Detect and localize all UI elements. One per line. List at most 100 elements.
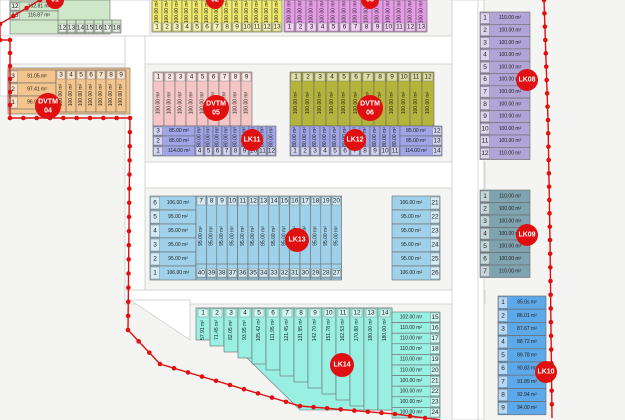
lot-number: 1 bbox=[501, 299, 505, 306]
lot-area: 100.00 m² bbox=[108, 83, 114, 106]
lot-area: 100.00 m² bbox=[274, 0, 280, 23]
lot-number-box bbox=[430, 323, 440, 333]
lot-area: 80.00 m² bbox=[224, 127, 230, 147]
lot-area: 80.00 m² bbox=[312, 127, 318, 147]
lot-number-box bbox=[207, 196, 216, 206]
lot-number: 11 bbox=[259, 148, 266, 155]
lot-cell bbox=[479, 147, 531, 160]
lot-number-box bbox=[86, 70, 96, 80]
lot-number-box bbox=[310, 146, 320, 156]
lot-number-box bbox=[430, 210, 440, 224]
lot-area: 100.00 m² bbox=[156, 91, 162, 114]
lot-number: 8 bbox=[234, 74, 238, 81]
lot-number: 9 bbox=[376, 24, 380, 31]
boundary-marker bbox=[269, 395, 275, 400]
lot-number-box bbox=[153, 146, 163, 156]
lot-number: 8 bbox=[225, 24, 229, 31]
lot-number: 3 bbox=[310, 24, 314, 31]
lot-area: 100.00 m² bbox=[214, 0, 220, 23]
lk09-marker: LK09 bbox=[516, 224, 538, 246]
lot-number-box bbox=[212, 22, 222, 32]
boundary-marker bbox=[126, 285, 131, 290]
lot-number-box bbox=[326, 72, 338, 82]
lot-number-box bbox=[430, 387, 440, 397]
lot-area: 100.00 m² bbox=[200, 91, 206, 114]
lot-number-box bbox=[330, 146, 340, 156]
lot-area: 100.00 m² bbox=[499, 138, 522, 144]
boundary-marker bbox=[127, 129, 133, 135]
boundary-marker bbox=[34, 115, 39, 121]
lot-number-box bbox=[498, 336, 508, 349]
lot-area: 170.88 m² bbox=[354, 318, 360, 341]
boundary-marker bbox=[125, 313, 131, 319]
lot-area: 114.00 m² bbox=[405, 148, 427, 154]
boundary-marker bbox=[549, 402, 555, 407]
lot-number-box bbox=[196, 268, 206, 278]
lot-number-box bbox=[480, 265, 490, 277]
lot-number: 1 bbox=[201, 310, 205, 317]
lot-number: 17 bbox=[104, 25, 112, 32]
lot-number-box bbox=[430, 355, 440, 365]
lot-area: 100.00 m² bbox=[320, 0, 326, 23]
lk03-marker: 03 bbox=[361, 0, 379, 9]
lot-number: 14 bbox=[433, 148, 441, 155]
lot-number-box bbox=[498, 389, 508, 401]
lot-number-box bbox=[480, 190, 490, 202]
lot-number: 8 bbox=[234, 148, 238, 155]
lot-area: 80.00 m² bbox=[197, 127, 203, 147]
lot-number-box bbox=[150, 210, 160, 224]
lot-number: 11 bbox=[239, 198, 246, 205]
lot-number: 19 bbox=[431, 356, 439, 363]
lot-number: 1 bbox=[156, 148, 160, 155]
lot-number-box bbox=[259, 268, 268, 278]
boundary-marker bbox=[283, 399, 289, 405]
boundary-marker bbox=[125, 299, 131, 305]
lot-area: 90.83 m² bbox=[517, 366, 537, 372]
lot-area: 80.00 m² bbox=[332, 127, 338, 147]
lot-area: 80.00 m² bbox=[215, 127, 221, 147]
lot-area: 100.00 m² bbox=[364, 0, 370, 23]
lot-number: 8 bbox=[501, 392, 505, 399]
lot-area: 80.00 m² bbox=[372, 127, 378, 147]
boundary-marker bbox=[547, 251, 553, 256]
lot-area: 95.00 m² bbox=[401, 256, 421, 262]
lot-area: 100.00 m² bbox=[244, 91, 250, 114]
lot-number-box bbox=[398, 72, 410, 82]
boundary-marker bbox=[125, 327, 131, 333]
lot-number-box bbox=[284, 22, 295, 32]
boundary-marker bbox=[7, 89, 13, 95]
lot-number-box bbox=[259, 196, 268, 206]
road-segment bbox=[124, 289, 486, 305]
lot-area: 100.00 m² bbox=[397, 0, 403, 23]
lot-area: 100.00 m² bbox=[413, 91, 419, 114]
lot-number: 5 bbox=[342, 74, 346, 81]
lot-number: 11 bbox=[482, 138, 489, 145]
lot-number: 35 bbox=[250, 270, 258, 277]
lot-number-box bbox=[213, 146, 222, 156]
lot-number: 12 bbox=[481, 150, 489, 157]
boundary-marker bbox=[542, 11, 547, 16]
lot-area: 105.42 m² bbox=[256, 318, 262, 341]
lot-number-box bbox=[321, 196, 331, 206]
boundary-marker bbox=[547, 224, 553, 229]
boundary-marker bbox=[127, 143, 133, 149]
lot-number-box bbox=[480, 74, 490, 86]
boundary-marker bbox=[126, 228, 132, 234]
lot-area: 95.00 m² bbox=[168, 242, 188, 248]
lot-number-box bbox=[238, 196, 248, 206]
boundary-marker bbox=[547, 211, 552, 216]
lot-number: 9 bbox=[119, 72, 123, 79]
marker-label: LK12 bbox=[346, 137, 363, 144]
lot-number-box bbox=[248, 196, 258, 206]
lot-area: 110.00 m² bbox=[400, 357, 422, 363]
lot-area: 100.00 m² bbox=[244, 0, 250, 23]
lot-number: 9 bbox=[390, 74, 394, 81]
boundary-marker bbox=[547, 237, 553, 243]
lot-area: 95.00 m² bbox=[250, 226, 256, 246]
boundary-marker bbox=[126, 242, 132, 248]
lot-area: 100.00 m² bbox=[98, 83, 104, 106]
lot-number: 4 bbox=[185, 24, 189, 31]
lot-number-box bbox=[290, 196, 300, 206]
